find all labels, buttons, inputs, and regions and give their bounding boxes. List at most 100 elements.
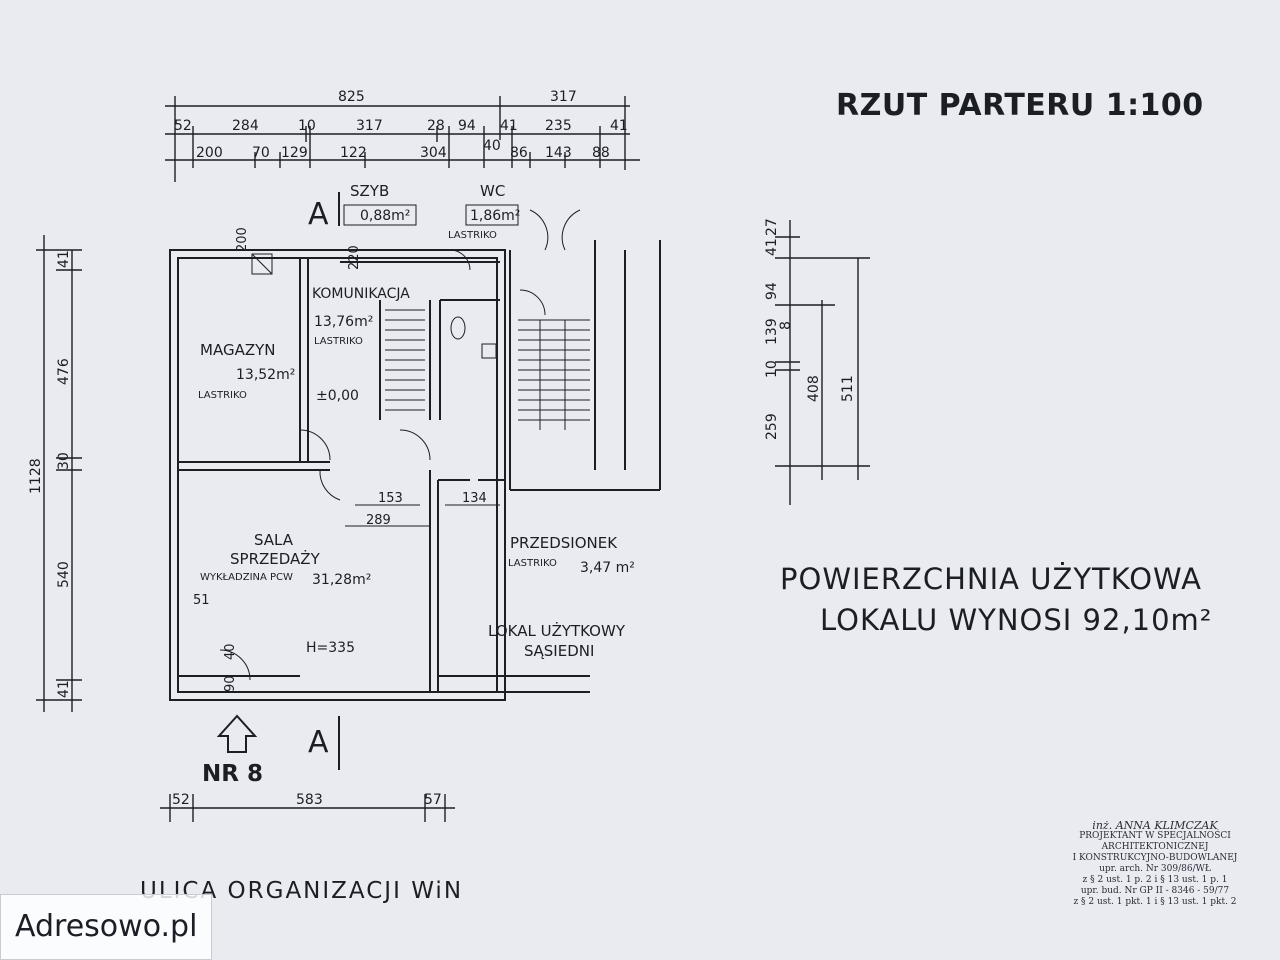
dim-left-41a: 41 <box>56 250 72 268</box>
dim-row2-4: 28 <box>427 118 445 134</box>
dim-inner-200: 200 <box>235 227 250 252</box>
top-dimension-labels: 825 317 52 284 10 317 28 94 41 235 41 20… <box>174 89 628 161</box>
room-przedsionek-name: PRZEDSIONEK <box>510 534 618 552</box>
room-magazyn-floor: LASTRIKO <box>198 390 247 401</box>
dim-row3-2: 129 <box>281 145 308 161</box>
stamp-line: upr. arch. Nr 309/86/WŁ <box>1099 864 1211 874</box>
usable-area-line1: POWIERZCHNIA UŻYTKOWA <box>780 562 1202 596</box>
dim-top-317a: 317 <box>550 89 577 105</box>
dim-row2-7: 235 <box>545 118 572 134</box>
dim-right-139: 139 <box>764 318 780 345</box>
dim-right-27: 27 <box>764 218 780 236</box>
dim-right-511: 511 <box>840 375 856 402</box>
bottom-dimension-chain <box>160 794 455 822</box>
dim-inner-134: 134 <box>462 491 487 506</box>
room-wc-name: WC <box>480 182 505 200</box>
dim-row3-0: 200 <box>196 145 223 161</box>
dim-row2-2: 10 <box>298 118 316 134</box>
dim-row3-3: 122 <box>340 145 367 161</box>
dim-right-94: 94 <box>764 282 780 300</box>
dim-row2-1: 284 <box>232 118 259 134</box>
room-magazyn-name: MAGAZYN <box>200 341 275 359</box>
stamp-line: z § 2 ust. 1 p. 2 i § 13 ust. 1 p. 1 <box>1082 875 1228 885</box>
room-sala-area: 31,28m² <box>312 572 371 588</box>
entrance-label: NR 8 <box>202 761 263 787</box>
dim-row3-4: 304 <box>420 145 447 161</box>
walls <box>169 240 661 701</box>
dim-right-8: 8 <box>778 321 794 330</box>
dim-row3-5: 40 <box>483 138 501 154</box>
dim-inner-220: 220 <box>347 245 362 270</box>
neighbor-line2: SĄSIEDNI <box>524 642 594 660</box>
usable-area-line2: LOKALU WYNOSI 92,10m² <box>820 603 1213 637</box>
dim-right-259: 259 <box>764 413 780 440</box>
dim-row2-5: 94 <box>458 118 476 134</box>
room-szyb-area: 0,88m² <box>360 208 410 224</box>
room-wc-floor: LASTRIKO <box>448 230 497 241</box>
room-labels: SZYB 0,88m² WC 1,86m² LASTRIKO KOMUNIKAC… <box>198 182 635 660</box>
dim-left-540: 540 <box>56 561 72 588</box>
room-szyb-name: SZYB <box>350 182 389 200</box>
level-mark: ±0,00 <box>316 388 359 404</box>
inner-dimension-labels: 153 289 134 51 40 90 200 220 <box>193 227 500 692</box>
dim-row3-8: 88 <box>592 145 610 161</box>
dim-row3-1: 70 <box>252 145 270 161</box>
section-marker-bottom: A <box>308 725 329 760</box>
entrance-arrow <box>216 714 258 753</box>
door-swings <box>219 209 581 681</box>
dim-row3-7: 143 <box>545 145 572 161</box>
designer-stamp: inż. ANNA KLIMCZAK PROJEKTANT W SPECJALN… <box>1040 820 1270 908</box>
dim-right-408: 408 <box>806 375 822 402</box>
stamp-line: z § 2 ust. 1 pkt. 1 i § 13 ust. 1 pkt. 2 <box>1073 897 1237 907</box>
left-dimension-labels: 41 476 30 540 41 1128 <box>28 250 72 698</box>
stamp-line: PROJEKTANT W SPECJALNOŚCI <box>1079 831 1231 841</box>
stamp-name: inż. ANNA KLIMCZAK <box>1092 819 1218 832</box>
room-sala-name2: SPRZEDAŻY <box>230 549 321 568</box>
stairs-inner <box>385 309 425 411</box>
dim-row2-3: 317 <box>356 118 383 134</box>
fixtures <box>251 204 519 359</box>
room-wc-area: 1,86m² <box>470 208 520 224</box>
dim-left-1128: 1128 <box>28 458 44 494</box>
room-przedsionek-floor: LASTRIKO <box>508 558 557 569</box>
dim-bottom-583: 583 <box>296 792 323 808</box>
right-dimension-labels: 27 41 94 139 8 10 259 408 511 <box>764 218 856 440</box>
top-dimension-chains <box>165 96 640 182</box>
dim-left-41b: 41 <box>56 680 72 698</box>
neighbor-line1: LOKAL UŻYTKOWY <box>488 621 626 640</box>
room-sala-name1: SALA <box>254 531 294 549</box>
dim-left-30: 30 <box>56 452 72 470</box>
room-sala-floor: WYKŁADZINA PCW <box>200 572 293 583</box>
dim-bottom-57: 57 <box>424 792 442 808</box>
stamp-line: upr. bud. Nr GP II - 8346 - 59/77 <box>1080 886 1230 896</box>
stamp-line: I KONSTRUKCYJNO-BUDOWLANEJ <box>1072 853 1238 863</box>
dim-bottom-52: 52 <box>172 792 190 808</box>
dim-row2-0: 52 <box>174 118 192 134</box>
stamp-line: ARCHITEKTONICZNEJ <box>1101 842 1209 852</box>
left-dimension-chain <box>36 235 82 712</box>
dim-inner-90: 90 <box>223 675 238 692</box>
dim-right-10: 10 <box>764 360 780 378</box>
watermark-logo[interactable]: Adresowo.pl <box>0 894 213 960</box>
bottom-dimension-labels: 52 583 57 <box>172 792 442 808</box>
dim-right-41: 41 <box>764 238 780 256</box>
dim-inner-289: 289 <box>366 513 391 528</box>
room-komunikacja-floor: LASTRIKO <box>314 336 363 347</box>
dim-inner-40: 40 <box>223 643 238 660</box>
dim-row3-6: 86 <box>510 145 528 161</box>
dim-top-825: 825 <box>338 89 365 105</box>
page-title: RZUT PARTERU 1:100 <box>836 88 1204 123</box>
right-dimension-chain <box>775 220 870 505</box>
room-komunikacja-area: 13,76m² <box>314 314 373 330</box>
room-przedsionek-area: 3,47 m² <box>580 560 635 576</box>
room-magazyn-area: 13,52m² <box>236 367 295 383</box>
dim-row2-6: 41 <box>500 118 518 134</box>
room-komunikacja-name: KOMUNIKACJA <box>312 286 410 302</box>
dim-inner-153: 153 <box>378 491 403 506</box>
dim-row2-8: 41 <box>610 118 628 134</box>
stairs-staircase <box>518 319 590 430</box>
dim-inner-51: 51 <box>193 593 210 608</box>
room-sala-height: H=335 <box>306 640 355 656</box>
section-marker-top: A <box>308 197 329 232</box>
